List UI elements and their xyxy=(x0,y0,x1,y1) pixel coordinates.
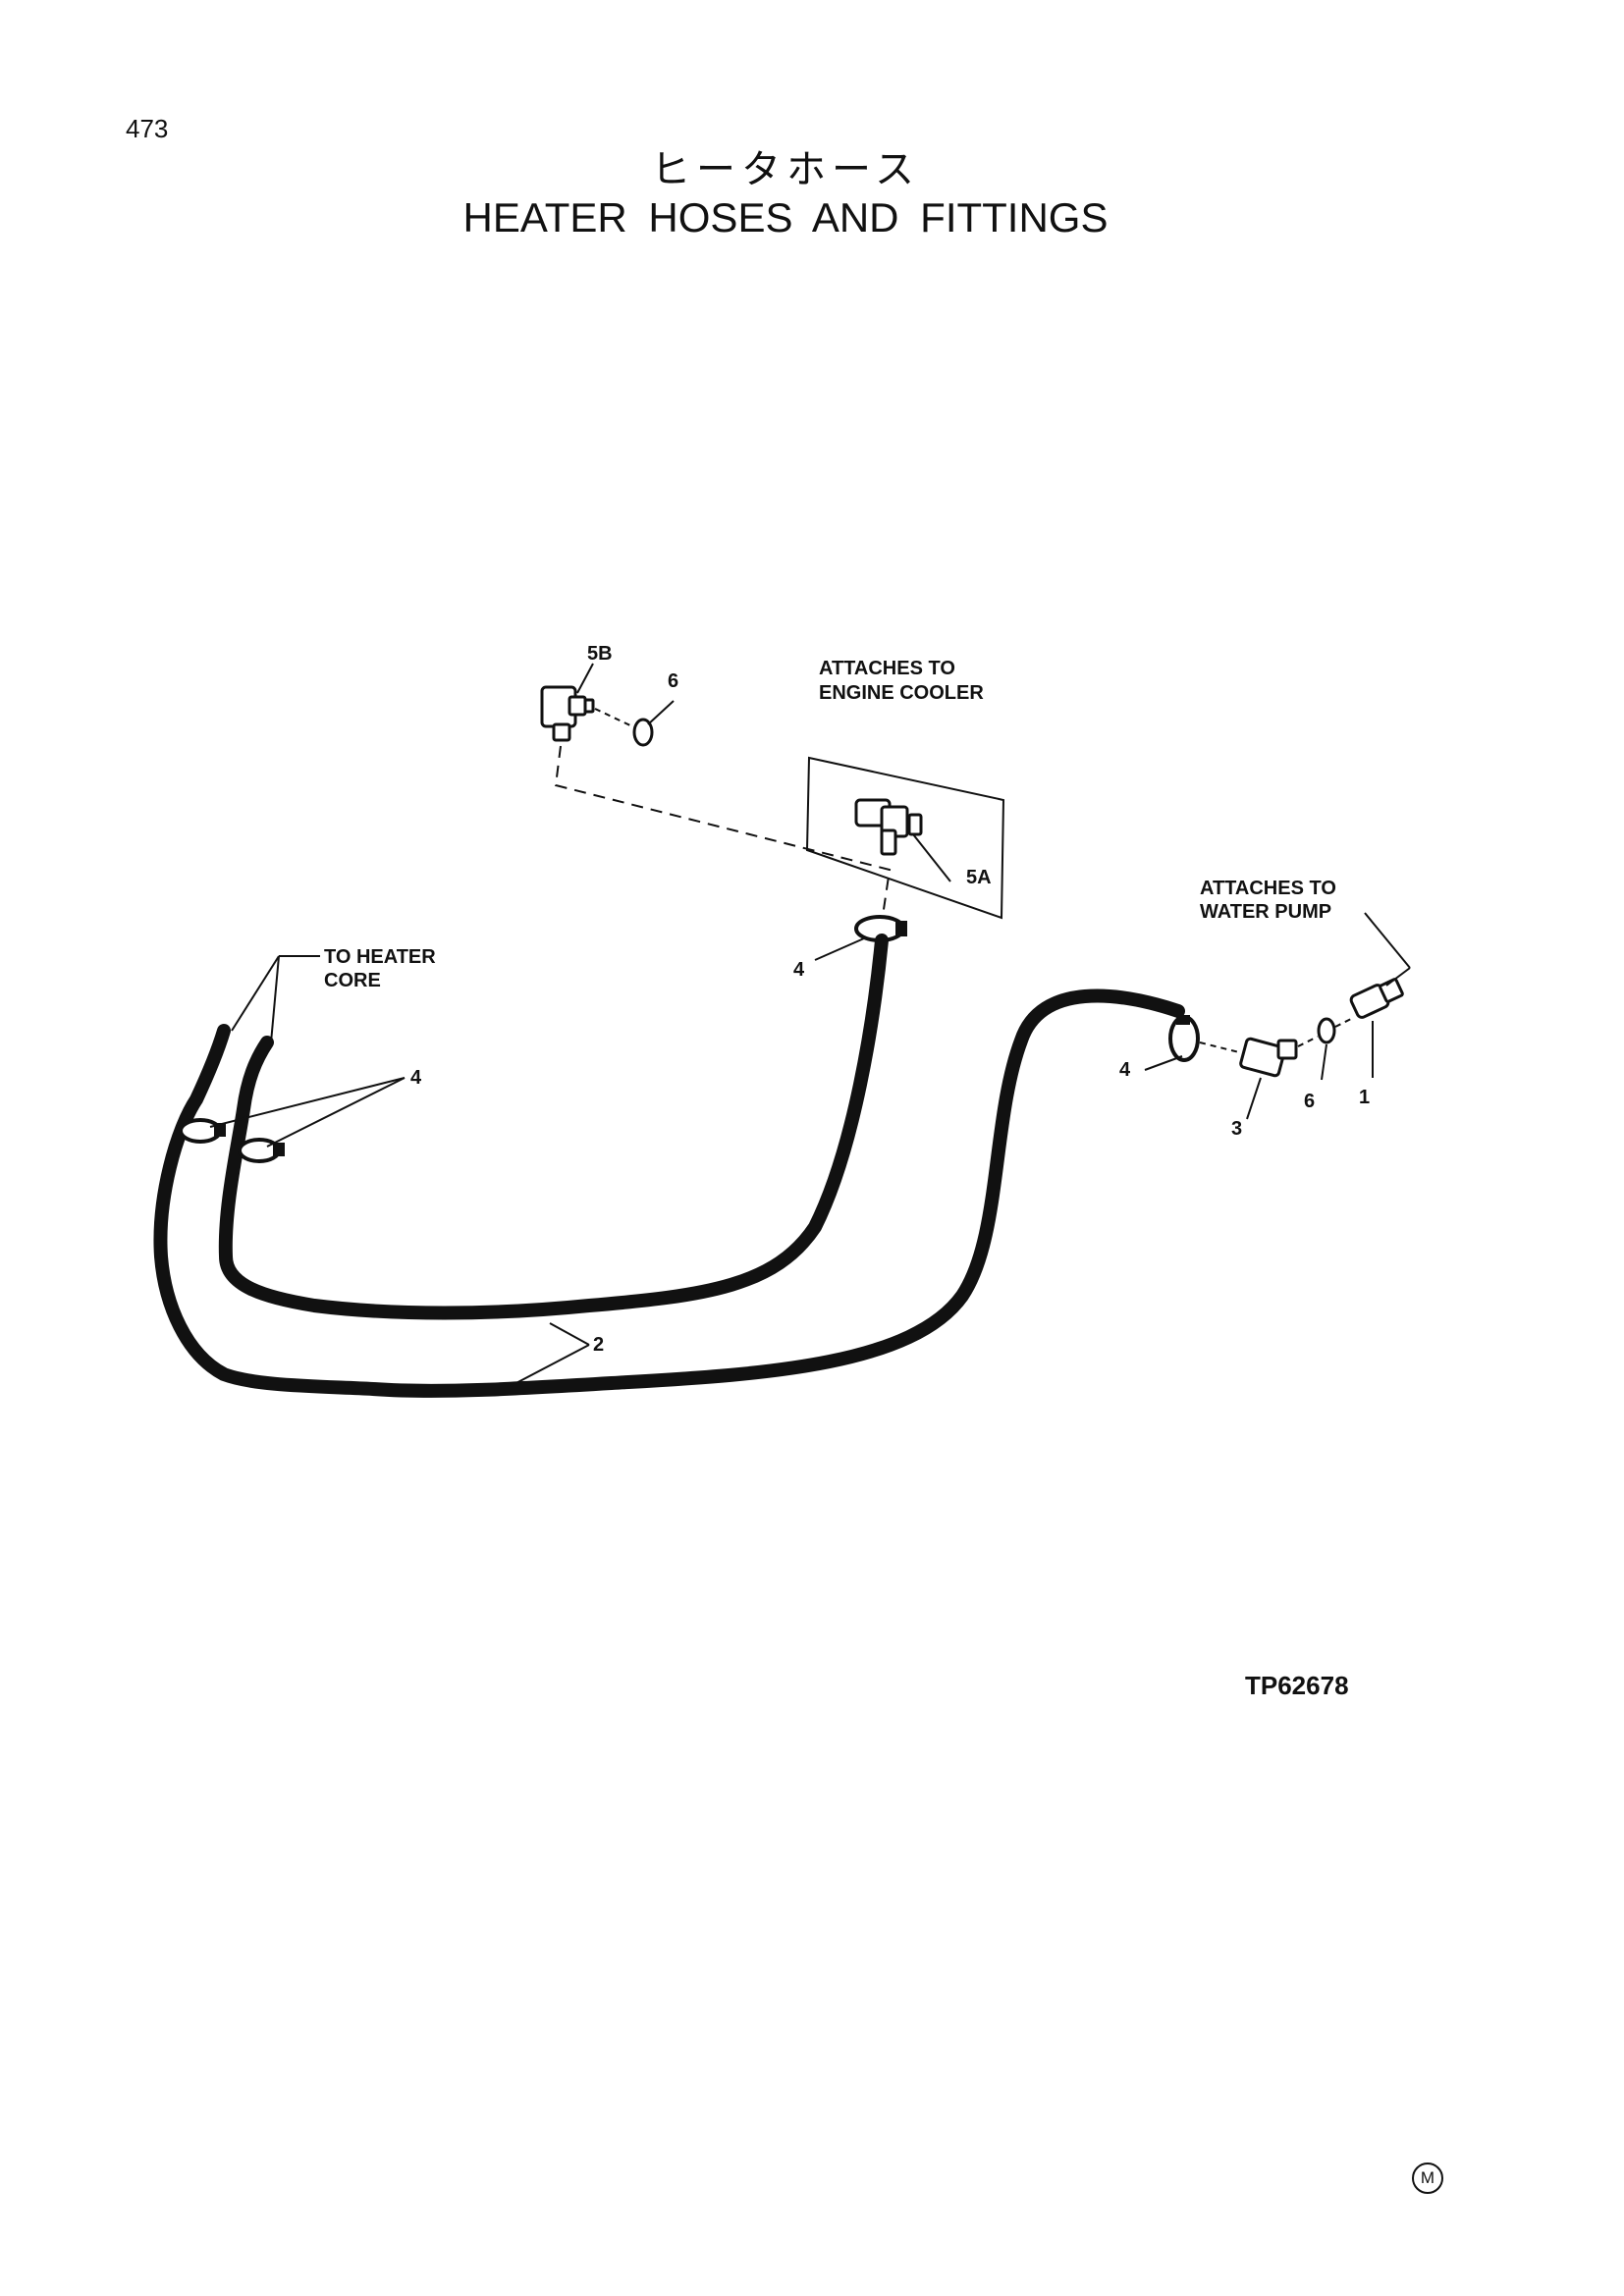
o-ring-6-right xyxy=(1317,1017,1336,1044)
label-heater-core-2: CORE xyxy=(324,970,381,991)
o-ring-6-top xyxy=(632,718,654,747)
page-number: 473 xyxy=(126,114,169,143)
title-japanese: ヒータホース xyxy=(651,147,920,192)
label-attaches-engine-1: ATTACHES TO xyxy=(819,658,955,679)
hose-clamp-left-1 xyxy=(179,1118,226,1144)
callout-3: 3 xyxy=(1231,1118,1242,1140)
label-attaches-pump-1: ATTACHES TO xyxy=(1200,878,1336,899)
heater-hose-b xyxy=(153,988,1185,1398)
title-english: HEATER HOSES AND FITTINGS xyxy=(462,194,1109,240)
elbow-fitting-3 xyxy=(1239,1037,1298,1078)
label-attaches-pump-2: WATER PUMP xyxy=(1200,901,1331,923)
figure-code: TP62678 xyxy=(1245,1671,1349,1700)
callout-4-right: 4 xyxy=(1119,1059,1131,1081)
callout-5a: 5A xyxy=(966,867,992,888)
callout-6-top: 6 xyxy=(668,670,678,692)
callout-2: 2 xyxy=(593,1334,604,1356)
adapter-fitting-1 xyxy=(1349,978,1404,1019)
tee-fitting-5a xyxy=(854,798,923,856)
leader-lines xyxy=(209,663,1411,1387)
hose-clamp-right xyxy=(1168,1015,1200,1062)
engine-cooler-plate xyxy=(805,756,1005,920)
callout-5b: 5B xyxy=(587,643,613,665)
callout-6-right: 6 xyxy=(1304,1091,1315,1112)
assembly-dashed-line xyxy=(554,745,892,924)
label-heater-core-1: TO HEATER xyxy=(324,946,436,968)
hose-clamp-left-2 xyxy=(238,1138,285,1163)
label-attaches-engine-2: ENGINE COOLER xyxy=(819,682,984,704)
elbow-fitting-5b xyxy=(540,685,595,742)
hose-clamp-center xyxy=(854,915,907,942)
heater-hose-a xyxy=(218,934,889,1320)
callout-4-left: 4 xyxy=(410,1067,422,1089)
callout-1: 1 xyxy=(1359,1087,1370,1108)
corner-mark: M xyxy=(1412,2163,1443,2194)
callout-4-center: 4 xyxy=(793,959,805,981)
